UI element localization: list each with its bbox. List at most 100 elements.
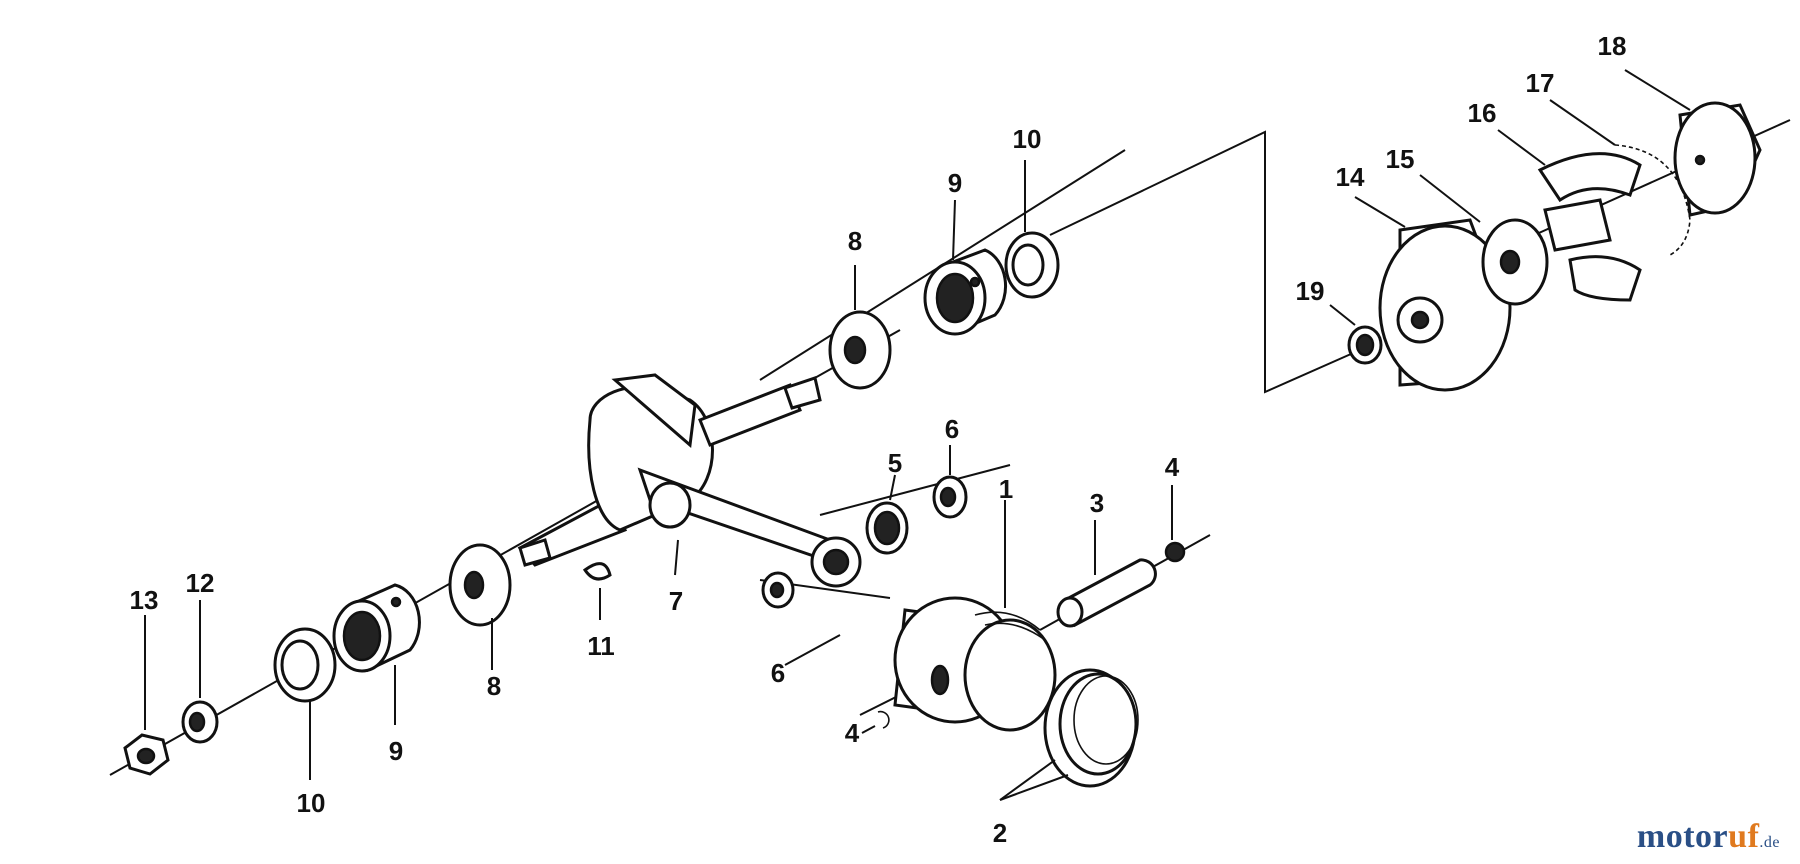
needle-bearing-19-bore — [1355, 333, 1375, 357]
callout-10-right: 10 — [1013, 124, 1042, 154]
callout-6-upper: 6 — [945, 414, 959, 444]
callout-6-lower: 6 — [771, 658, 785, 688]
piston-pin-boss — [930, 664, 950, 696]
callout-9-left: 9 — [389, 736, 403, 766]
clutch-drum-part — [1378, 218, 1512, 392]
piston-ring-groove-2 — [984, 622, 1046, 641]
circlip-4-upper-part — [1164, 541, 1186, 563]
circlip-4-upper — [1164, 541, 1186, 563]
callout-16: 16 — [1468, 98, 1497, 128]
piston-ring-groove-1 — [974, 611, 1041, 631]
clutch-shoe-middle — [1543, 198, 1612, 252]
leader-17 — [1549, 99, 1616, 146]
washer-6-upper-part — [932, 475, 968, 519]
circlip-4-lower — [877, 710, 890, 729]
callout-15: 15 — [1386, 144, 1415, 174]
callout-12: 12 — [186, 568, 215, 598]
bearing-9-right-bore — [935, 272, 975, 324]
woodruff-key-part — [582, 562, 612, 581]
callout-4-upper: 4 — [1165, 452, 1180, 482]
seal-10-right-part — [1004, 231, 1060, 299]
seal-10-right-inner — [1011, 243, 1045, 287]
callout-9-right: 9 — [948, 168, 962, 198]
needle-bearing-5-part — [865, 501, 909, 555]
leader-14 — [1354, 196, 1406, 228]
leader-15 — [1419, 174, 1481, 223]
leader-9-right — [952, 199, 956, 261]
bearing-9-right-part — [923, 248, 1007, 336]
bearing-9-right-hole — [969, 276, 981, 288]
callout-1: 1 — [999, 474, 1013, 504]
washer-12-bore — [188, 711, 206, 733]
clutch-shoe-lower — [1568, 255, 1642, 302]
piston-pin-body — [1063, 558, 1157, 628]
con-rod-small-end-bore — [822, 548, 850, 576]
woodruff-key — [582, 562, 612, 581]
leader-6-lower — [784, 634, 841, 666]
clutch-carrier-part — [1673, 101, 1762, 217]
callout-13: 13 — [130, 585, 159, 615]
clutch-washer-15-bore — [1499, 249, 1521, 275]
crank-thread-left — [518, 538, 552, 567]
clutch-drum-hub — [1410, 310, 1430, 330]
callout-3: 3 — [1090, 488, 1104, 518]
pin-axis-upper — [819, 464, 1011, 516]
piston-part — [893, 596, 1057, 732]
callout-17: 17 — [1526, 68, 1555, 98]
callout-4-lower: 4 — [845, 718, 860, 748]
leader-16 — [1497, 129, 1546, 166]
seal-10-left-inner — [280, 639, 320, 691]
washer-6-lower-bore — [769, 581, 785, 599]
callout-10-left: 10 — [297, 788, 326, 818]
washer-8-left-part — [448, 543, 512, 627]
clutch-shoes-part — [1537, 152, 1642, 302]
piston-pin-part — [1056, 558, 1157, 628]
nut-part — [123, 733, 170, 776]
bearing-9-left-hole — [390, 596, 402, 608]
clutch-carrier-hole — [1694, 154, 1706, 166]
motoruf-watermark: motoruf.de — [1637, 818, 1780, 856]
piston-pin-end — [1056, 596, 1084, 628]
leader-7 — [674, 539, 679, 576]
clutch-connector-line — [1049, 130, 1361, 394]
callout-19: 19 — [1296, 276, 1325, 306]
piston-ring-2 — [1058, 672, 1138, 776]
washer-6-lower-part — [761, 571, 795, 609]
callout-11: 11 — [587, 631, 615, 661]
leader-4-lower — [861, 725, 876, 734]
bearing-9-left-bore — [342, 610, 382, 662]
clutch-washer-15-part — [1481, 218, 1549, 306]
clutch-drum-face — [1378, 224, 1512, 392]
con-rod-big-end — [648, 481, 692, 529]
watermark-main: motor — [1636, 818, 1729, 855]
leader-2b — [999, 774, 1069, 801]
washer-8-left-bore — [463, 570, 485, 600]
crank-thread-right — [783, 376, 822, 410]
watermark-accent: uf — [1728, 818, 1760, 855]
piston-ring-3 — [1073, 675, 1139, 765]
crank-shaft-right — [698, 383, 802, 447]
piston-crown — [963, 618, 1057, 732]
leader-2a — [999, 759, 1056, 801]
crankshaft-part — [517, 373, 862, 588]
bearing-9-left-part — [332, 583, 421, 673]
watermark-tld: .de — [1759, 834, 1780, 851]
leader-18 — [1624, 69, 1691, 111]
washer-8-right-bore — [843, 335, 867, 365]
piston-rings-part — [1043, 668, 1139, 788]
callout-5: 5 — [888, 448, 902, 478]
crank-counterweight — [611, 373, 697, 448]
clutch-carrier-face — [1673, 101, 1757, 215]
callout-18: 18 — [1598, 31, 1627, 61]
needle-bearing-19-part — [1347, 325, 1383, 365]
leader-lines — [144, 69, 1691, 801]
clutch-shoe-upper — [1537, 152, 1642, 203]
callout-14: 14 — [1336, 162, 1365, 192]
needle-bearing-5-bore — [873, 510, 901, 546]
callout-2: 2 — [993, 818, 1007, 848]
callout-7: 7 — [669, 586, 683, 616]
nut-bore — [136, 747, 156, 765]
circlip-4-lower-part — [877, 710, 890, 729]
